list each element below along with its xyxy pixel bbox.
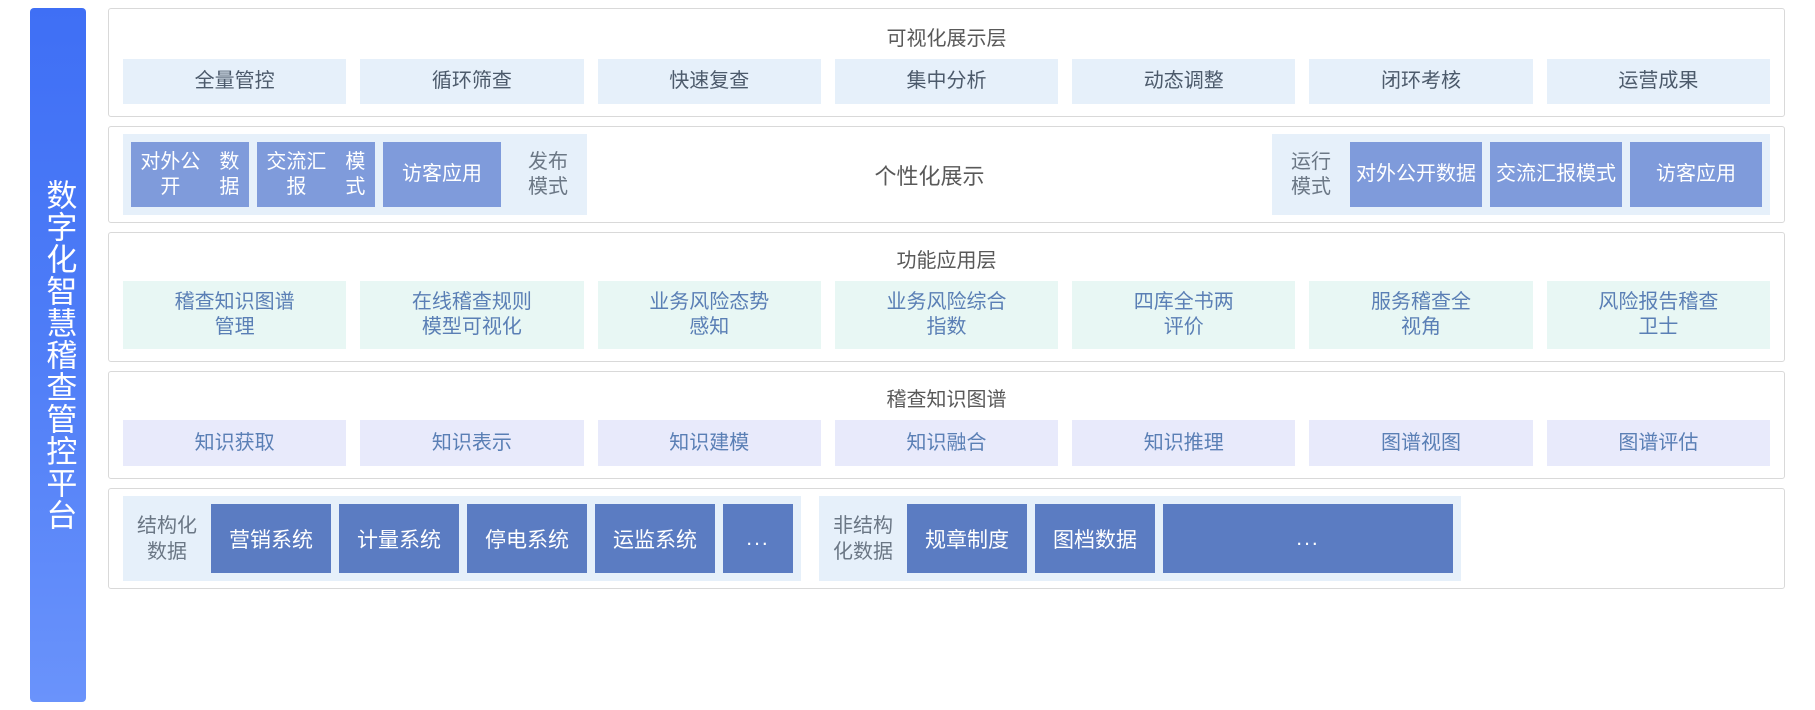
chip-operation-monitor-system[interactable]: 运监系统 bbox=[595, 504, 715, 573]
structured-label-line2: 数据 bbox=[147, 540, 187, 563]
item-graph-evaluation[interactable]: 图谱评估 bbox=[1546, 420, 1770, 466]
item-graph-view[interactable]: 图谱视图 bbox=[1309, 420, 1533, 466]
item-line1: 风险报告稽查 bbox=[1598, 291, 1719, 313]
layer-personalized-title: 个性化展示 bbox=[874, 163, 985, 189]
chip-line1: 访客应用 bbox=[402, 163, 482, 185]
chip-drawing-archive-data[interactable]: 图档数据 bbox=[1035, 504, 1155, 573]
chip-runtime-visitor-app[interactable]: 访客应用 bbox=[1630, 142, 1762, 207]
item-knowledge-representation[interactable]: 知识表示 bbox=[360, 420, 584, 466]
layer-knowledge-graph-title: 稽查知识图谱 bbox=[886, 389, 1007, 411]
chip-structured-more[interactable]: ... bbox=[723, 504, 793, 573]
layer-function-items: 稽查知识图谱 管理 在线稽查规则 模型可视化 业务风险态势 感知 业务风险综合 … bbox=[109, 281, 1784, 361]
item-line2: 评价 bbox=[1163, 316, 1204, 338]
chip-line2: 数据 bbox=[1436, 163, 1476, 185]
chip-line1: 对外公开 bbox=[140, 150, 201, 198]
runtime-mode-label-line2: 模式 bbox=[1291, 175, 1331, 198]
item-line2: 管理 bbox=[214, 316, 255, 338]
chip-publish-report-mode[interactable]: 交流汇报 模式 bbox=[257, 142, 375, 207]
chip-line1: 交流汇报 bbox=[1496, 163, 1576, 185]
publish-mode-label-line2: 模式 bbox=[528, 175, 568, 198]
item-knowledge-reasoning[interactable]: 知识推理 bbox=[1072, 420, 1296, 466]
layer-stack: 可视化展示层 全量管控 循环筛查 快速复查 集中分析 动态调整 闭环考核 运营成… bbox=[86, 0, 1815, 710]
chip-line1: 交流汇报 bbox=[266, 150, 327, 198]
chip-publish-open-data[interactable]: 对外公开 数据 bbox=[131, 142, 249, 207]
chip-line2: 模式 bbox=[345, 150, 366, 198]
item-line1: 业务风险态势 bbox=[649, 291, 770, 313]
item-yunyingchengguo[interactable]: 运营成果 bbox=[1546, 59, 1770, 104]
layer-function: 功能应用层 稽查知识图谱 管理 在线稽查规则 模型可视化 业务风险态势 感知 业… bbox=[108, 232, 1785, 362]
item-kuaisufucha[interactable]: 快速复查 bbox=[597, 59, 821, 104]
item-risk-situation[interactable]: 业务风险态势 感知 bbox=[597, 281, 821, 349]
structured-data-group: 结构化 数据 营销系统 计量系统 停电系统 运监系统 ... bbox=[123, 496, 801, 581]
runtime-mode-label: 运行 模式 bbox=[1272, 134, 1350, 215]
chip-unstructured-more[interactable]: ... bbox=[1163, 504, 1453, 573]
item-knowledge-acquisition[interactable]: 知识获取 bbox=[123, 420, 347, 466]
layer-data-source: 结构化 数据 营销系统 计量系统 停电系统 运监系统 ... 非结构 化数据 bbox=[108, 488, 1785, 589]
layer-visualization-title: 可视化展示层 bbox=[886, 28, 1007, 50]
item-line1: 服务稽查全 bbox=[1371, 291, 1472, 313]
chip-outage-system[interactable]: 停电系统 bbox=[467, 504, 587, 573]
item-knowledge-graph-mgmt[interactable]: 稽查知识图谱 管理 bbox=[123, 281, 347, 349]
layer-knowledge-graph: 稽查知识图谱 知识获取 知识表示 知识建模 知识融合 知识推理 图谱视图 图谱评… bbox=[108, 371, 1785, 479]
platform-title: 数字化智慧稽查管控平台 bbox=[41, 179, 77, 531]
layer-function-title: 功能应用层 bbox=[896, 250, 997, 272]
structured-label-line1: 结构化 bbox=[137, 514, 197, 537]
publish-mode-group: 对外公开 数据 交流汇报 模式 访客应用 发布 模式 bbox=[123, 134, 587, 215]
chip-line2: 数据 bbox=[219, 150, 240, 198]
item-service-audit-view[interactable]: 服务稽查全 视角 bbox=[1309, 281, 1533, 349]
chip-publish-visitor-app[interactable]: 访客应用 bbox=[383, 142, 501, 207]
item-risk-report-guard[interactable]: 风险报告稽查 卫士 bbox=[1546, 281, 1770, 349]
item-online-rule-model[interactable]: 在线稽查规则 模型可视化 bbox=[360, 281, 584, 349]
unstructured-data-group: 非结构 化数据 规章制度 图档数据 ... bbox=[819, 496, 1461, 581]
chip-line2: 模式 bbox=[1576, 163, 1616, 185]
item-line1: 四库全书两 bbox=[1133, 291, 1234, 313]
chip-regulations[interactable]: 规章制度 bbox=[907, 504, 1027, 573]
layer-visualization-items: 全量管控 循环筛查 快速复查 集中分析 动态调整 闭环考核 运营成果 bbox=[109, 59, 1784, 116]
runtime-mode-group: 运行 模式 对外公开 数据 交流汇报 模式 访客应用 bbox=[1272, 134, 1770, 215]
layer-personalized: 对外公开 数据 交流汇报 模式 访客应用 发布 模式 bbox=[108, 126, 1785, 223]
item-line1: 稽查知识图谱 bbox=[174, 291, 295, 313]
item-risk-index[interactable]: 业务风险综合 指数 bbox=[834, 281, 1059, 349]
chip-line1: 对外公开 bbox=[1356, 163, 1436, 185]
item-sikuquanshu-eval[interactable]: 四库全书两 评价 bbox=[1072, 281, 1296, 349]
unstructured-label-line1: 非结构 bbox=[833, 514, 893, 537]
runtime-mode-label-line1: 运行 bbox=[1291, 150, 1331, 173]
chip-line1: 访客应用 bbox=[1656, 163, 1736, 185]
item-line2: 指数 bbox=[926, 316, 967, 338]
item-knowledge-fusion[interactable]: 知识融合 bbox=[834, 420, 1059, 466]
item-line1: 在线稽查规则 bbox=[411, 291, 532, 313]
item-quanliangguankong[interactable]: 全量管控 bbox=[123, 59, 347, 104]
item-xunhuanshaicha[interactable]: 循环筛查 bbox=[360, 59, 584, 104]
publish-mode-label: 发布 模式 bbox=[509, 134, 587, 215]
item-knowledge-modeling[interactable]: 知识建模 bbox=[597, 420, 821, 466]
item-line2: 视角 bbox=[1401, 316, 1442, 338]
item-line2: 模型可视化 bbox=[421, 316, 522, 338]
structured-data-label: 结构化 数据 bbox=[123, 496, 211, 581]
chip-metering-system[interactable]: 计量系统 bbox=[339, 504, 459, 573]
item-line2: 感知 bbox=[689, 316, 730, 338]
layer-visualization: 可视化展示层 全量管控 循环筛查 快速复查 集中分析 动态调整 闭环考核 运营成… bbox=[108, 8, 1785, 117]
item-line2: 卫士 bbox=[1638, 316, 1679, 338]
chip-runtime-report-mode[interactable]: 交流汇报 模式 bbox=[1490, 142, 1622, 207]
platform-title-bar: 数字化智慧稽查管控平台 bbox=[30, 8, 86, 702]
chip-runtime-open-data[interactable]: 对外公开 数据 bbox=[1350, 142, 1482, 207]
chip-marketing-system[interactable]: 营销系统 bbox=[211, 504, 331, 573]
publish-mode-label-line1: 发布 bbox=[528, 150, 568, 173]
item-dongtaitiaozheng[interactable]: 动态调整 bbox=[1072, 59, 1296, 104]
item-line1: 业务风险综合 bbox=[886, 291, 1007, 313]
item-bihuankaohe[interactable]: 闭环考核 bbox=[1309, 59, 1533, 104]
item-jizhongfenxi[interactable]: 集中分析 bbox=[834, 59, 1059, 104]
layer-knowledge-graph-items: 知识获取 知识表示 知识建模 知识融合 知识推理 图谱视图 图谱评估 bbox=[109, 420, 1784, 478]
unstructured-data-label: 非结构 化数据 bbox=[819, 496, 907, 581]
unstructured-label-line2: 化数据 bbox=[833, 540, 893, 563]
